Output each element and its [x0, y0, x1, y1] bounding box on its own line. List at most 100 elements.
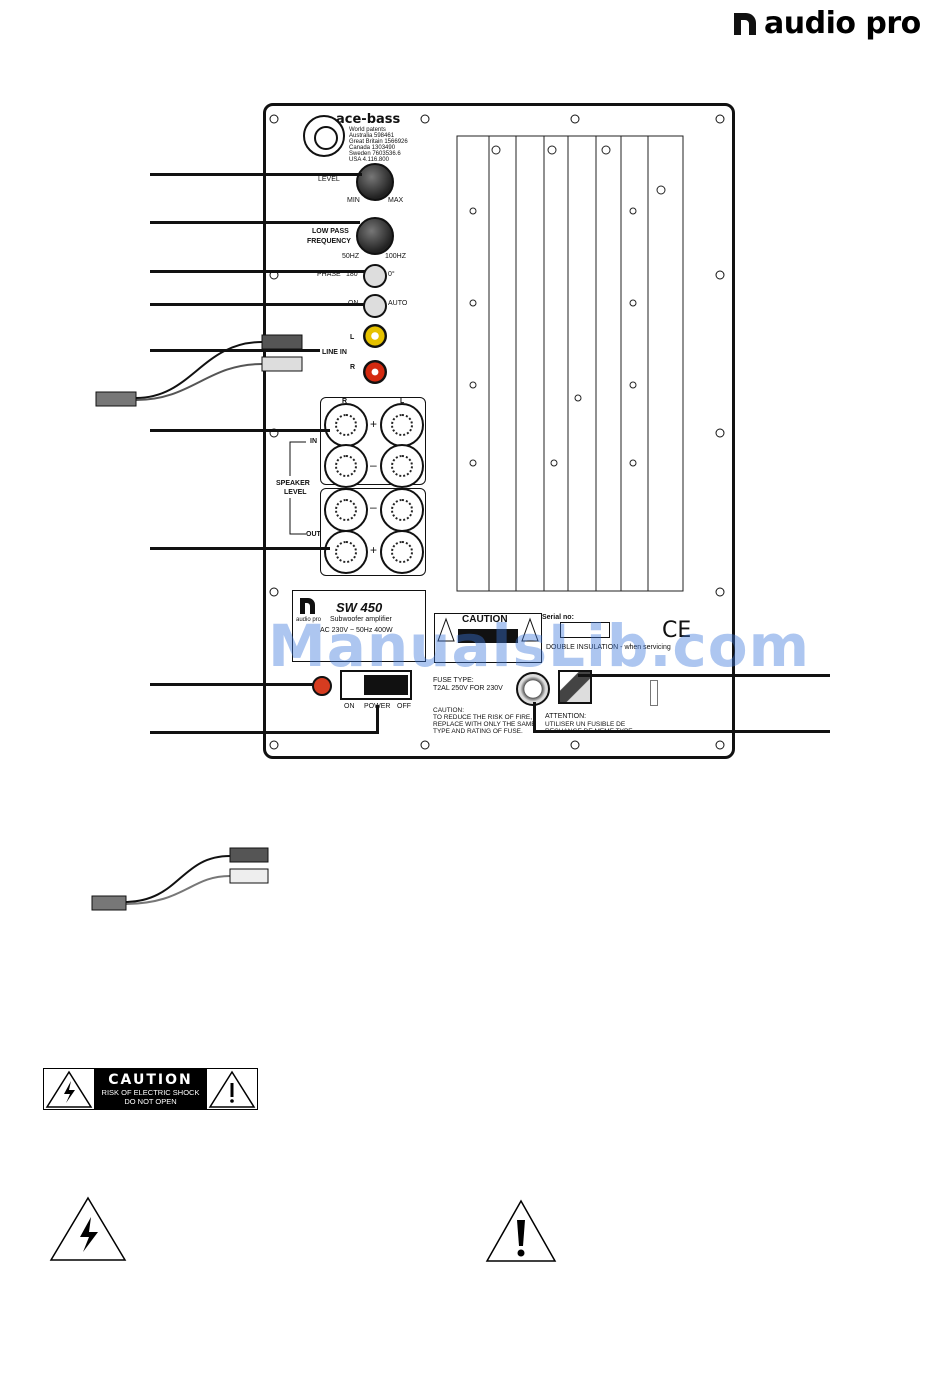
audio-pro-mark-icon: [300, 598, 315, 614]
line-in-left-jack[interactable]: [363, 324, 387, 348]
speaker-level-bracket: [289, 441, 306, 535]
caution-text-line: CAUTION:: [433, 707, 465, 714]
line-in-l-label: L: [350, 334, 355, 341]
fuse-holder[interactable]: [516, 672, 550, 706]
level-min-label: MIN: [347, 197, 360, 204]
phase-0-label: 0°: [388, 271, 395, 278]
attention-text-line: ATTENTION:: [545, 713, 587, 720]
ace-bass-logo-icon: [303, 115, 345, 157]
model-name: SW 450: [336, 600, 383, 615]
audio-pro-mark-icon: [734, 13, 756, 35]
speaker-out-l-plus-terminal[interactable]: [380, 530, 424, 574]
speaker-out-r-minus-terminal[interactable]: [324, 488, 368, 532]
speaker-in-block: [320, 397, 426, 485]
cord-clip: [650, 680, 658, 706]
fuse-rating-label: T2AL 250V FOR 230V: [433, 685, 503, 692]
leader-line-fuse-vertical: [533, 702, 536, 733]
level-label: LEVEL: [318, 176, 340, 183]
leader-line-low-pass: [150, 221, 360, 224]
speaker-in-l-plus-terminal[interactable]: [380, 403, 424, 447]
speaker-level-label-1: SPEAKER: [276, 480, 310, 487]
speaker-out-block: [320, 488, 426, 576]
power-on-label: ON: [344, 703, 355, 710]
speaker-out-r-plus-terminal[interactable]: [324, 530, 368, 574]
patent-line: Australia 598461: [349, 133, 395, 139]
attention-text-line: UTILISER UN FUSIBLE DE: [545, 721, 626, 728]
plus-sign: +: [370, 543, 378, 557]
exclamation-warning-icon: [208, 1070, 256, 1108]
heatsink: [456, 135, 684, 592]
ce-mark: CE: [662, 618, 692, 643]
leader-line-power-socket: [578, 674, 830, 677]
leader-line-power-vertical: [376, 705, 379, 734]
model-subtitle: Subwoofer amplifier: [330, 616, 392, 623]
plate-brand-label: audio pro: [296, 617, 322, 623]
speaker-in-r-minus-terminal[interactable]: [324, 444, 368, 488]
line-in-r-label: R: [350, 364, 356, 371]
panel-caution-title: CAUTION: [462, 614, 508, 625]
rca-cable-panel-icon: [95, 334, 303, 407]
plus-sign: +: [370, 417, 378, 431]
speaker-out-label: OUT: [306, 531, 321, 538]
speaker-in-label: IN: [310, 438, 317, 445]
leader-line-speaker-in: [150, 429, 330, 432]
speaker-r-label: R: [342, 398, 348, 405]
lightning-warning-icon: [45, 1070, 93, 1108]
caution-sticker-title: CAUTION: [108, 1072, 193, 1088]
audio-pro-logo: audio pro: [732, 6, 922, 42]
low-pass-max-label: 100HZ: [385, 253, 407, 260]
on-auto-switch[interactable]: [363, 294, 387, 318]
patent-line: Great Britain 1566926: [349, 139, 408, 145]
low-pass-label: LOW PASS: [312, 228, 349, 235]
model-plate: [292, 590, 426, 662]
line-in-label: LINE IN: [322, 349, 347, 356]
speaker-in-r-plus-terminal[interactable]: [324, 403, 368, 447]
brand-name: audio pro: [764, 6, 921, 41]
caution-text-line: REPLACE WITH ONLY THE SAME: [433, 721, 536, 728]
level-max-label: MAX: [388, 197, 404, 204]
caution-sticker-line1: RISK OF ELECTRIC SHOCK: [101, 1088, 200, 1097]
serial-label: Serial no:: [542, 614, 574, 621]
watermark: ManualsLib.com: [268, 612, 811, 680]
phase-label: PHASE: [317, 271, 341, 278]
exclamation-triangle-icon: [485, 1199, 557, 1262]
phase-switch[interactable]: [363, 264, 387, 288]
electric-shock-warning-icon: [49, 1196, 127, 1261]
caution-text-line: TO REDUCE THE RISK OF FIRE,: [433, 714, 533, 721]
level-knob[interactable]: [356, 163, 394, 201]
double-insulation-text: DOUBLE INSULATION - when servicing: [546, 644, 671, 651]
rca-cable-icon: [91, 847, 269, 911]
leader-line-line-in: [150, 349, 320, 352]
minus-sign: –: [370, 500, 377, 514]
leader-line-led: [150, 683, 314, 686]
fuse-type-label: FUSE TYPE:: [433, 677, 474, 684]
ace-bass-label: ace-bass: [336, 112, 401, 127]
power-led: [312, 676, 332, 696]
caution-sticker-line2: DO NOT OPEN: [124, 1097, 177, 1106]
patent-line: Canada 1303490: [349, 145, 396, 151]
leader-line-on-auto: [150, 303, 365, 306]
leader-line-level: [150, 173, 362, 176]
patent-line: USA 4.116.800: [349, 157, 389, 163]
low-pass-min-label: 50HZ: [342, 253, 360, 260]
minus-sign: –: [370, 458, 377, 472]
leader-line-fuse: [533, 730, 830, 733]
speaker-in-l-minus-terminal[interactable]: [380, 444, 424, 488]
panel-caution-label: [434, 613, 542, 663]
power-off-label: OFF: [397, 703, 411, 710]
speaker-out-l-minus-terminal[interactable]: [380, 488, 424, 532]
phase-180-label: 180°: [346, 271, 361, 278]
frequency-label: FREQUENCY: [307, 238, 351, 245]
power-switch[interactable]: [340, 670, 412, 700]
low-pass-frequency-knob[interactable]: [356, 217, 394, 255]
leader-line-power: [150, 731, 378, 734]
panel-caution-triangles-icon: [437, 617, 539, 643]
serial-box: [560, 622, 610, 638]
speaker-level-label-2: LEVEL: [284, 489, 307, 496]
patent-line: Sweden 7603536.6: [349, 151, 401, 157]
caution-sticker: CAUTION RISK OF ELECTRIC SHOCK DO NOT OP…: [43, 1068, 258, 1110]
line-in-right-jack[interactable]: [363, 360, 387, 384]
model-rating: AC 230V ~ 50Hz 400W: [320, 627, 393, 634]
caution-text-line: TYPE AND RATING OF FUSE.: [433, 728, 523, 735]
patent-line: World patents: [349, 127, 386, 133]
